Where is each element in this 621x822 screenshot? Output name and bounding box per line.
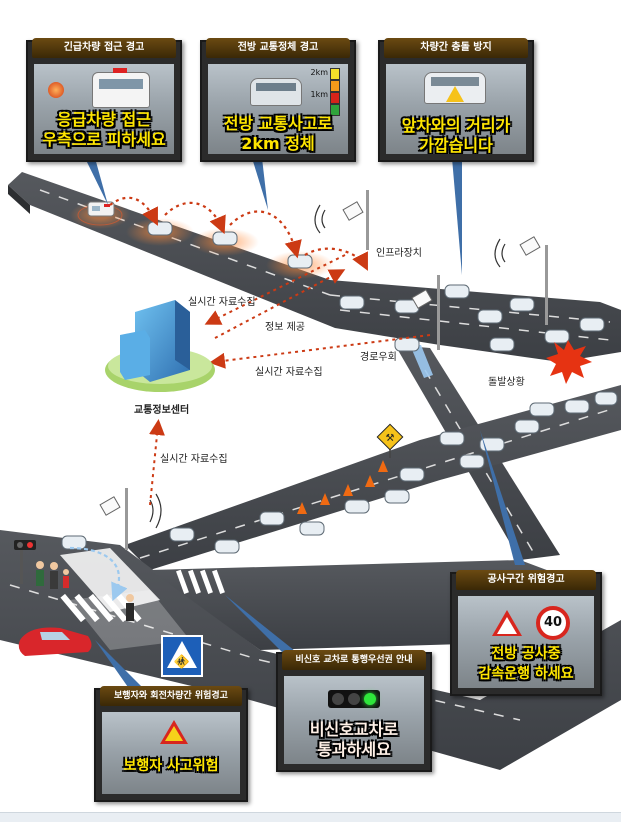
label-collect-1: 실시간 자료수집 <box>188 296 256 308</box>
label-center: 교통정보센터 <box>134 403 189 416</box>
label-infra: 인프라장치 <box>376 247 422 259</box>
warning-triangle-icon <box>446 86 464 102</box>
panel-signal-screen: 비신호교차로 통과하세요 <box>284 676 424 764</box>
label-incident: 돌발상황 <box>488 376 525 388</box>
panel-emergency: 긴급차량 접근 경고 응급차량 접근 우측으로 피하세요 <box>26 38 182 162</box>
panel-collision-header: 차량간 충돌 방지 <box>384 38 528 58</box>
traffic-light-pole <box>14 540 36 584</box>
emergency-path-arrows <box>109 196 368 271</box>
panel-construction: 공사구간 위험경고 40 전방 공사중 감속운행 하세요 <box>450 570 602 696</box>
panel-congestion: 전방 교통정체 경고 2km 1km 전방 교통사고로 2km 정체 <box>200 38 356 162</box>
panel-collision-screen: 앞차와의 거리가 가깝습니다 <box>386 64 526 154</box>
label-collect-2: 실시간 자료수집 <box>255 366 323 378</box>
svg-text:⚒: ⚒ <box>386 433 395 444</box>
turning-red-car <box>18 627 92 656</box>
panel-collision: 차량간 충돌 방지 앞차와의 거리가 가깝습니다 <box>378 38 534 162</box>
label-detour: 경로우회 <box>360 350 397 363</box>
scale-top-label: 2km <box>310 68 328 77</box>
emergency-vehicle <box>70 201 130 229</box>
pedestrian-warning-icon <box>160 720 188 744</box>
middle-cars <box>61 391 618 554</box>
panel-signal-header: 비신호 교차로 통행우선권 안내 <box>282 650 426 670</box>
callout-pointers <box>85 158 525 690</box>
car-rear-icon <box>250 78 302 106</box>
panel-pedestrian: 보행자와 회전차량간 위험경고 보행자 사고위험 <box>94 686 248 802</box>
pedestrian-crossing-sign-icon: 🚸 <box>161 635 203 677</box>
panel-signal-msg-1: 비신호교차로 <box>309 720 399 739</box>
panel-congestion-header: 전방 교통정체 경고 <box>206 38 350 58</box>
collect-arrow-3 <box>149 419 165 506</box>
svg-text:🚸: 🚸 <box>174 654 190 670</box>
panel-emergency-screen: 응급차량 접근 우측으로 피하세요 <box>34 64 174 154</box>
scale-mid-label: 1km <box>310 90 328 99</box>
infra-pole-2 <box>411 275 440 350</box>
panel-emergency-header: 긴급차량 접근 경고 <box>32 38 176 58</box>
panel-congestion-screen: 2km 1km 전방 교통사고로 2km 정체 <box>208 64 348 154</box>
construction-sign-icon: ⚒ <box>376 423 404 458</box>
infra-pole-3 <box>494 236 548 325</box>
provide-arrow <box>214 269 346 339</box>
siren-icon <box>48 82 64 98</box>
middle-road <box>125 385 621 570</box>
panel-congestion-msg-2: 2km 정체 <box>241 134 315 153</box>
label-collect-3: 실시간 자료수집 <box>160 453 228 465</box>
traffic-signal-icon <box>328 690 380 708</box>
page-footer-strip <box>0 812 621 822</box>
traffic-cones <box>297 460 388 514</box>
pedestrians <box>36 561 134 621</box>
traffic-info-center <box>105 300 215 392</box>
panel-construction-screen: 40 전방 공사중 감속운행 하세요 <box>458 596 594 688</box>
panel-signal-msg-2: 통과하세요 <box>317 740 391 759</box>
panel-pedestrian-msg-1: 보행자 사고위험 <box>123 758 219 774</box>
collect-arrow-2 <box>209 334 431 369</box>
infra-pole-4 <box>99 488 162 550</box>
ambulance-icon <box>92 68 150 108</box>
panel-pedestrian-header: 보행자와 회전차량간 위험경고 <box>100 686 242 706</box>
pedestrian-path-arrow <box>69 546 128 602</box>
panel-signal: 비신호 교차로 통행우선권 안내 비신호교차로 통과하세요 <box>276 650 432 772</box>
panel-construction-msg-2: 감속운행 하세요 <box>478 666 574 682</box>
infra-pole-1 <box>314 190 369 250</box>
incident-burst <box>546 340 592 384</box>
panel-pedestrian-screen: 보행자 사고위험 <box>102 712 240 794</box>
speed-limit-sign: 40 <box>536 606 570 640</box>
panel-construction-msg-1: 전방 공사중 <box>491 646 561 662</box>
congestion-scale <box>330 68 340 116</box>
label-provide: 정보 제공 <box>265 321 305 333</box>
crosswalk <box>60 569 225 623</box>
panel-collision-msg-2: 가깝습니다 <box>419 136 493 154</box>
panel-construction-header: 공사구간 위험경고 <box>456 570 596 590</box>
panel-emergency-msg-1: 응급차량 접근 <box>57 110 151 129</box>
roadwork-sign-icon <box>492 610 522 636</box>
panel-congestion-msg-1: 전방 교통사고로 <box>223 114 333 133</box>
panel-emergency-msg-2: 우측으로 피하세요 <box>42 130 166 149</box>
panel-collision-msg-1: 앞차와의 거리가 <box>401 116 511 135</box>
